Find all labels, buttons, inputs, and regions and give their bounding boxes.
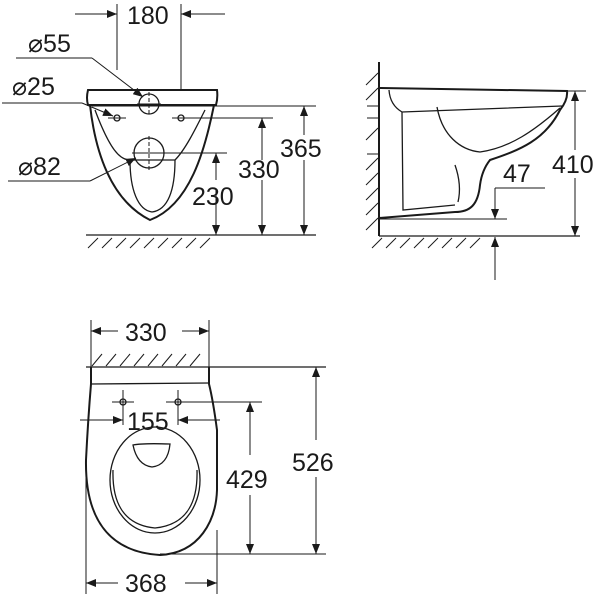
dim-155: 155 <box>127 408 169 436</box>
dim-dia-25: ⌀25 <box>12 73 55 101</box>
dim-429: 429 <box>226 466 268 494</box>
dim-230: 230 <box>192 183 234 211</box>
dim-47: 47 <box>503 160 531 188</box>
dim-368: 368 <box>125 570 167 598</box>
dim-dia-55: ⌀55 <box>28 30 71 58</box>
dim-180: 180 <box>127 2 169 30</box>
dim-410: 410 <box>552 151 594 179</box>
top-view: 330 155 429 526 <box>80 319 334 598</box>
dim-526: 526 <box>292 449 334 477</box>
side-view: 410 47 <box>365 62 594 280</box>
dim-330: 330 <box>238 156 280 184</box>
front-view: 180 ⌀55 ⌀25 ⌀82 <box>2 2 322 249</box>
dim-dia-82: ⌀82 <box>18 153 61 181</box>
dim-330-top: 330 <box>125 319 167 347</box>
dim-365: 365 <box>280 135 322 163</box>
